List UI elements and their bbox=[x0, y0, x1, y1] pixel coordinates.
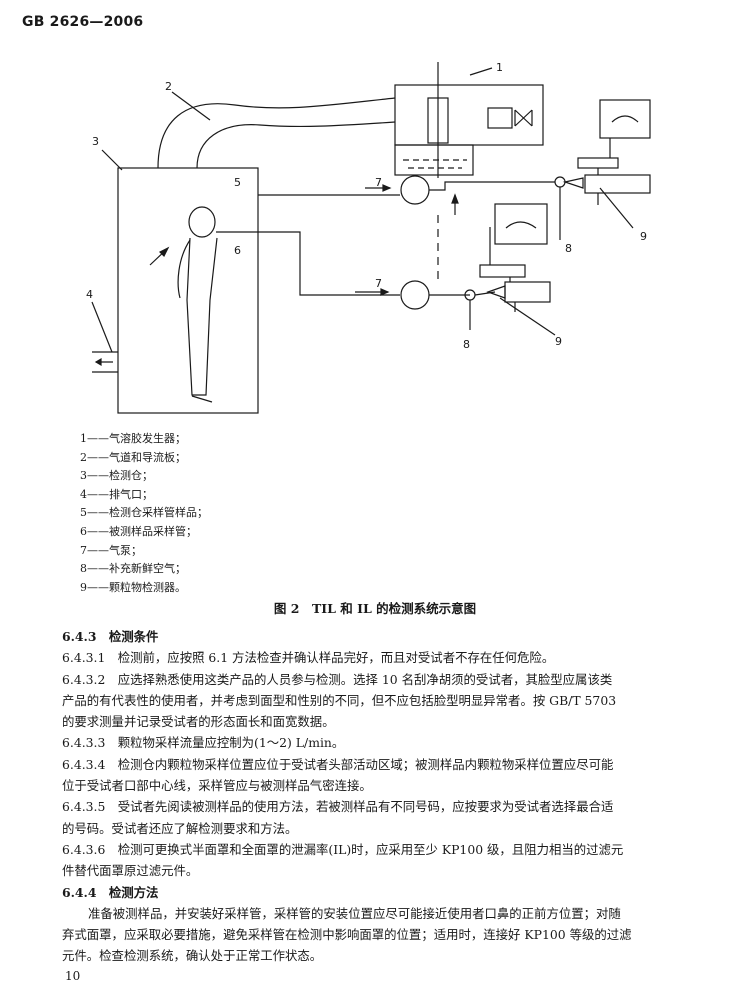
figure-caption: 图 2 TIL 和 IL 的检测系统示意图 bbox=[273, 601, 477, 616]
paragraph-6434-line1: 6.4.3.4 检测仓内颗粒物采样位置应位于受试者头部活动区域；被测样品内颗粒物… bbox=[62, 756, 614, 772]
diagram-label-9-lower: 9 bbox=[555, 335, 562, 348]
paragraph-6433: 6.4.3.3 颗粒物采样流量应控制为(1～2) L/min。 bbox=[62, 735, 345, 751]
paragraph-6431: 6.4.3.1 检测前，应按照 6.1 方法检查并确认样品完好，而且对受试者不存… bbox=[62, 650, 555, 666]
section-heading-644: 6.4.4 检测方法 bbox=[62, 884, 159, 900]
diagram-label-1: 1 bbox=[496, 61, 503, 74]
legend-item: 5——检测仓采样管样品； bbox=[80, 506, 208, 520]
diagram-label-3: 3 bbox=[92, 135, 99, 148]
test-system-diagram: 1 2 3 4 5 6 7 7 8 8 9 9 bbox=[86, 61, 651, 414]
sample-tube-line bbox=[216, 231, 400, 296]
particle-detector-lower bbox=[504, 281, 551, 303]
page-number: 10 bbox=[65, 969, 81, 983]
legend-item: 9——颗粒物检测器。 bbox=[80, 580, 186, 594]
paragraph-6432-line1: 6.4.3.2 应选择熟悉使用这类产品的人员参与检测。选择 10 名刮净胡须的受… bbox=[62, 671, 613, 687]
legend-item: 1——气溶胶发生器； bbox=[80, 432, 186, 445]
body-text: 6.4.3 检测条件 6.4.3.1 检测前，应按照 6.1 方法检查并确认样品… bbox=[62, 626, 688, 967]
paragraph-6432-line3: 的要求测量并记录受试者的形态面长和面宽数据。 bbox=[62, 714, 335, 730]
paragraph-644-line1: 准备被测样品，并安装好采样管，采样管的安装位置应尽可能接近使用者口鼻的正前方位置… bbox=[88, 905, 621, 921]
paragraph-6435-line1: 6.4.3.5 受试者先阅读被测样品的使用方法，若被测样品有不同号码，应按要求为… bbox=[62, 799, 614, 815]
air-duct-inner bbox=[196, 121, 396, 169]
legend-item: 8——补充新鲜空气； bbox=[80, 562, 186, 576]
section-heading-643: 6.4.3 检测条件 bbox=[62, 629, 159, 644]
diagram-label-8-upper: 8 bbox=[565, 242, 572, 255]
standard-code: GB 2626—2006 bbox=[22, 14, 144, 30]
diagram-label-4: 4 bbox=[86, 288, 93, 301]
liquid-reservoir bbox=[394, 144, 474, 176]
pump-upper bbox=[400, 175, 430, 205]
legend-item: 3——检测仓； bbox=[80, 469, 153, 483]
paragraph-6432-line2: 产品的有代表性的使用者，并考虑到面型和性别的不同，但不应包括脸型明显异常者。按 … bbox=[62, 692, 617, 708]
diagram-label-5: 5 bbox=[234, 176, 241, 189]
diagram-label-2: 2 bbox=[165, 80, 172, 93]
legend-item: 4——排气口； bbox=[80, 487, 153, 501]
paragraph-644-line3: 元件。检查检测系统，确认处于正常工作状态。 bbox=[62, 948, 323, 964]
figure-legend: 1——气溶胶发生器； 2——气道和导流板； 3——检测仓； 4——排气口； 5—… bbox=[80, 430, 208, 597]
paragraph-6435-line2: 的号码。受试者还应了解检测要求和方法。 bbox=[62, 820, 298, 836]
subject-head bbox=[188, 206, 216, 238]
diagram-label-9-upper: 9 bbox=[640, 230, 647, 243]
meter-lower bbox=[494, 203, 548, 245]
test-chamber bbox=[117, 167, 259, 414]
legend-item: 6——被测样品采样管； bbox=[80, 524, 197, 538]
diagram-label-7-upper: 7 bbox=[375, 176, 382, 189]
meter-upper bbox=[599, 99, 651, 139]
paragraph-6436-line1: 6.4.3.6 检测可更换式半面罩和全面罩的泄漏率(IL)时，应采用至少 KP1… bbox=[62, 841, 624, 857]
diagram-label-7-lower: 7 bbox=[375, 277, 382, 290]
diagram-label-8-lower: 8 bbox=[463, 338, 470, 351]
legend-item: 2——气道和导流板； bbox=[80, 450, 186, 464]
diagram-label-6: 6 bbox=[234, 244, 241, 257]
pump-lower bbox=[400, 280, 430, 310]
legend-item: 7——气泵； bbox=[80, 543, 142, 557]
paragraph-644-line2: 弃式面罩，应采取必要措施，避免采样管在检测中影响面罩的位置；适用时，连接好 KP… bbox=[62, 927, 632, 943]
particle-detector-upper bbox=[584, 174, 651, 194]
air-duct-outer bbox=[157, 97, 396, 169]
paragraph-6436-line2: 件替代面罩原过滤元件。 bbox=[62, 863, 199, 879]
paragraph-6434-line2: 位于受试者口部中心线，采样管应与被测样品气密连接。 bbox=[62, 778, 372, 794]
